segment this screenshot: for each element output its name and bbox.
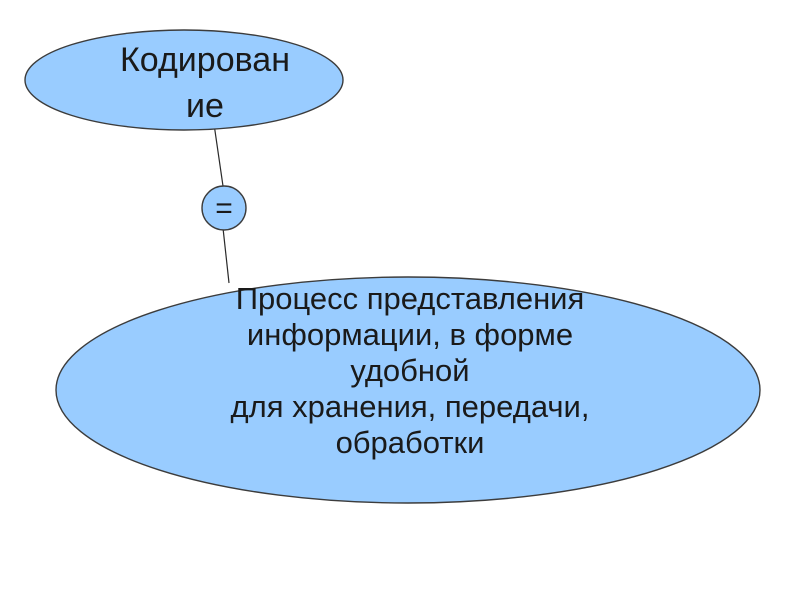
equals-node-circle[interactable] bbox=[201, 185, 247, 231]
edge-equals-to-top bbox=[209, 119, 224, 187]
edge-equals-to-bottom bbox=[222, 227, 230, 284]
bottom-node-ellipse[interactable] bbox=[55, 276, 761, 504]
equals-node-label: = bbox=[215, 192, 233, 225]
top-node-label: Кодирован ие bbox=[120, 41, 290, 125]
bottom-node-label: Процесс представления информации, в форм… bbox=[230, 281, 590, 460]
top-node-ellipse[interactable] bbox=[24, 29, 344, 131]
